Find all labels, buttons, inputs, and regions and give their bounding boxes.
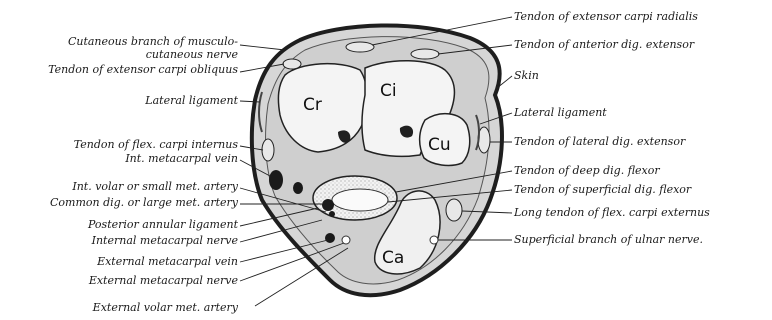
label-external-metacarpal-nerve: External metacarpal nerve	[88, 274, 239, 287]
label-flex-carpi-externus: Long tendon of flex. carpi externus	[513, 206, 710, 219]
label-internal-metacarpal-nerve: Internal metacarpal nerve	[91, 234, 239, 247]
leader-line	[240, 45, 285, 50]
bone-label-ca: Ca	[382, 248, 404, 268]
label-small-met-artery: Int. volar or small met. artery	[71, 180, 238, 193]
label-large-met-artery: Common dig. or large met. artery	[50, 196, 239, 209]
label-skin: Skin	[514, 69, 539, 82]
vessel-dark	[293, 182, 303, 194]
flexor-carpi-externus-tendon	[446, 199, 462, 221]
label-extensor-carpi-radialis: Tendon of extensor carpi radialis	[514, 10, 698, 23]
small-metacarpal-artery	[329, 211, 335, 217]
label-extensor-carpi-obliquus: Tendon of extensor carpi obliquus	[48, 63, 238, 76]
label-external-metacarpal-vein: External metacarpal vein	[96, 255, 238, 268]
label-external-volar-artery: External volar met. artery	[92, 301, 239, 314]
superficial-flexor-tendon	[332, 189, 388, 211]
label-cutaneous-nerve: cutaneous nerve	[146, 48, 239, 61]
extensor-carpi-obliquus-tendon	[283, 59, 301, 69]
external-metacarpal-nerve	[342, 236, 350, 244]
label-int-metacarpal-vein: Int. metacarpal vein	[124, 152, 238, 165]
extensor-carpi-radialis-tendon	[346, 42, 374, 52]
label-anterior-dig-extensor: Tendon of anterior dig. extensor	[514, 38, 695, 51]
large-metacarpal-artery	[322, 199, 334, 211]
external-metacarpal-vein	[325, 233, 335, 243]
anterior-digital-extensor-tendon	[411, 49, 439, 59]
label-lateral-ligament-right: Lateral ligament	[513, 106, 607, 119]
bone-label-cu: Cu	[428, 135, 451, 155]
label-lateral-ligament-left: Lateral ligament	[144, 94, 238, 107]
label-flex-carpi-internus: Tendon of flex. carpi internus	[74, 138, 239, 151]
ulnar-nerve-branch	[430, 236, 438, 244]
flexor-carpi-internus-tendon	[262, 139, 274, 161]
internal-metacarpal-vein	[269, 170, 283, 190]
bone-label-ci: Ci	[380, 81, 397, 101]
label-ulnar-nerve-branch: Superficial branch of ulnar nerve.	[514, 233, 703, 246]
bone-label-cr: Cr	[303, 95, 322, 115]
label-superficial-dig-flexor: Tendon of superficial dig. flexor	[514, 183, 692, 196]
label-cutaneous-branch: Cutaneous branch of musculo-	[68, 35, 238, 48]
label-deep-dig-flexor: Tendon of deep dig. flexor	[514, 164, 660, 177]
label-lateral-dig-extensor: Tendon of lateral dig. extensor	[514, 135, 686, 148]
label-posterior-annular-ligament: Posterior annular ligament	[87, 218, 239, 231]
